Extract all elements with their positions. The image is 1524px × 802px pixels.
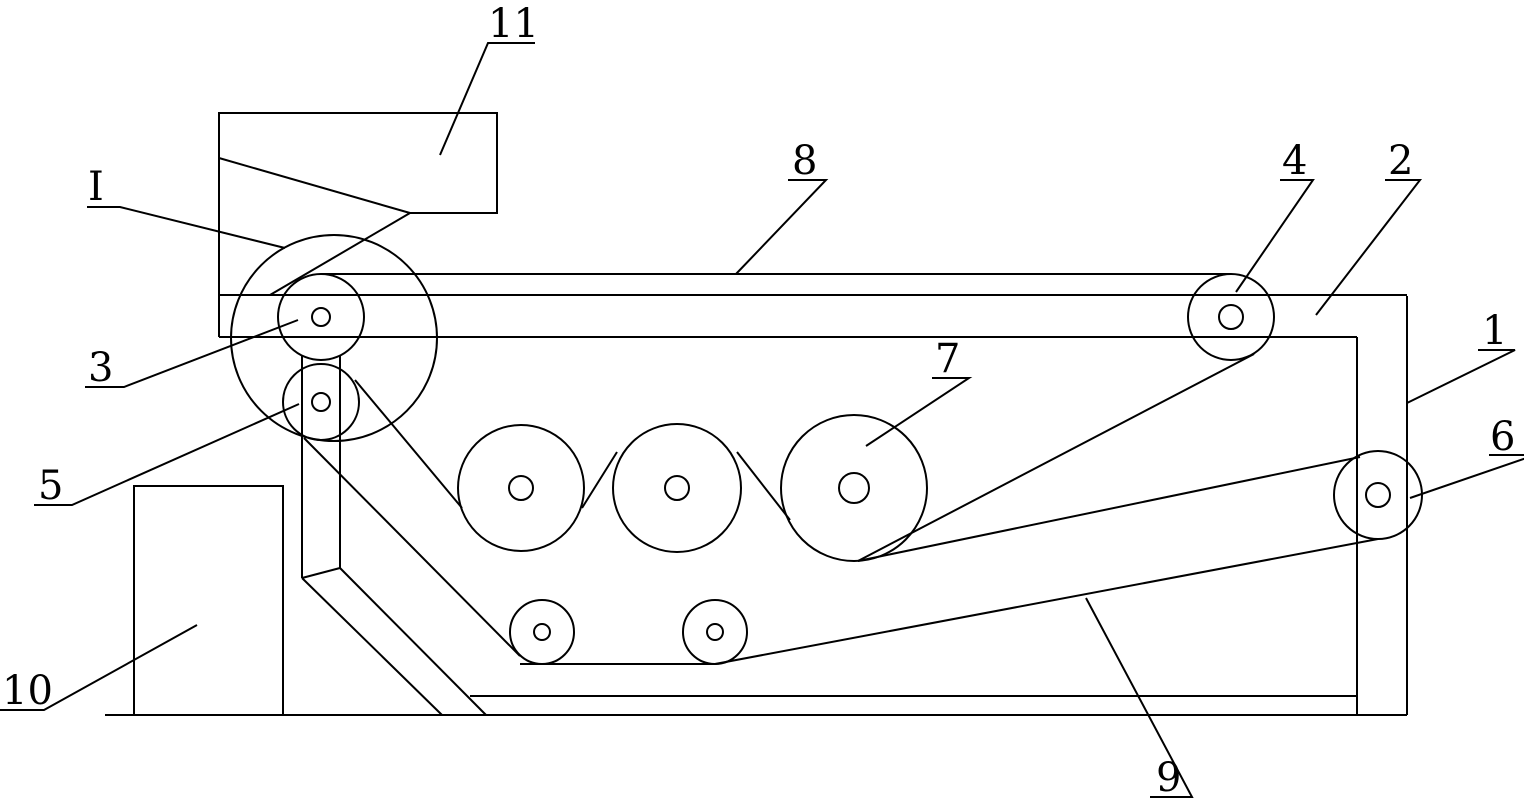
hopper (218, 112, 498, 296)
label-2: 2 (1388, 138, 1413, 184)
frame (470, 296, 1408, 715)
label-10: 10 (2, 668, 53, 714)
label-9: 9 (1156, 755, 1181, 801)
pressing-roller-middle (612, 423, 742, 553)
label-7: 7 (935, 336, 960, 382)
label-4: 4 (1282, 138, 1307, 184)
label-6: 6 (1490, 414, 1515, 460)
leader-11 (439, 42, 535, 156)
roller-6 (1333, 450, 1423, 540)
label-I: I (88, 164, 104, 210)
label-1: 1 (1482, 308, 1507, 354)
label-11: 11 (488, 1, 539, 47)
leader-7 (865, 377, 973, 447)
leader-2 (1315, 179, 1423, 316)
leader-9 (1085, 597, 1194, 798)
label-8: 8 (792, 138, 817, 184)
lower-roller-right (682, 599, 748, 665)
box-10 (133, 485, 284, 716)
lower-belt-9 (303, 437, 1379, 665)
leader-8 (735, 179, 829, 275)
label-5: 5 (38, 463, 63, 509)
leader-3 (85, 319, 299, 388)
roller-3 (277, 273, 365, 361)
lower-rollers (509, 599, 748, 665)
detail-circle-I (230, 234, 438, 442)
pressing-rollers-7 (457, 414, 928, 562)
label-3: 3 (88, 345, 113, 391)
leader-I (87, 206, 286, 249)
roller-4 (1187, 273, 1275, 361)
leader-6 (1409, 454, 1524, 499)
pressing-roller-left (457, 424, 585, 552)
leader-10 (0, 624, 198, 711)
discharge-chute (301, 355, 487, 716)
upper-belt-8 (321, 273, 1361, 562)
leader-1 (1406, 349, 1516, 404)
pressing-roller-right (780, 414, 928, 562)
leader-4 (1235, 179, 1315, 293)
leader-5 (34, 403, 300, 506)
roller-5 (282, 363, 360, 441)
top-rail (218, 294, 1407, 338)
leader-lines (0, 42, 1524, 798)
